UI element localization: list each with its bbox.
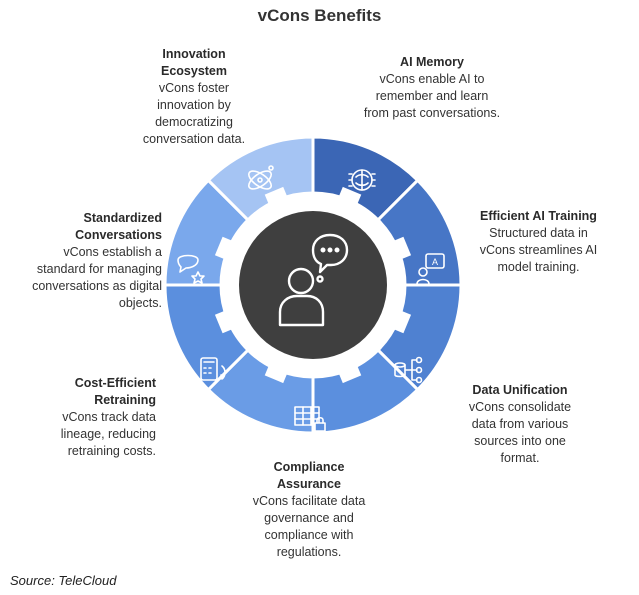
chat-star-icon [177,254,205,284]
segment-description: Structured data in vCons streamlines AI … [479,226,598,274]
inner-notch [214,310,234,334]
segment-description: vCons track data lineage, reducing retra… [60,410,156,458]
calculator-refresh-icon [200,357,226,381]
segment-innovation-ecosystem: Innovation Ecosystem vCons foster innova… [132,46,256,148]
source-caption: Source: TeleCloud [10,573,117,588]
inner-notch [392,236,412,260]
brain-chip-icon [348,169,376,191]
segment-data-unification: Data Unification vCons consolidate data … [462,382,578,467]
table-lock-icon [294,406,326,432]
segment-heading: Data Unification [472,383,568,397]
segment-compliance-assurance: Compliance Assurance vCons facilitate da… [248,459,370,561]
inner-notch [338,186,362,206]
diagram-title: vCons Benefits [257,6,382,25]
inner-notch [214,236,234,260]
segment-ai-memory: AI Memory vCons enable AI to remember an… [362,54,502,122]
segment-description: vCons facilitate data governance and com… [252,494,366,559]
person-thinking-icon [278,233,349,327]
atom-orbit-icon [248,165,274,190]
robot-teacher-icon: A [416,253,445,285]
segment-heading: Innovation Ecosystem [160,47,227,78]
inner-notch [264,186,288,206]
segment-heading: AI Memory [400,55,464,69]
segment-efficient-ai-training: Efficient AI Training Structured data in… [476,208,601,276]
segment-standardized-conversations: Standardized Conversations vCons establi… [12,210,162,312]
segment-description: vCons consolidate data from various sour… [468,400,572,465]
segment-heading: Compliance Assurance [273,460,345,491]
segment-heading: Efficient AI Training [480,209,597,223]
segment-heading: Standardized Conversations [75,211,162,242]
database-network-icon [394,356,423,384]
segment-description: vCons enable AI to remember and learn fr… [363,72,501,120]
svg-text:A: A [432,257,438,267]
segment-description: vCons foster innovation by democratizing… [142,81,246,146]
inner-notch [338,364,362,384]
segment-description: vCons establish a standard for managing … [32,245,162,310]
inner-notch [392,310,412,334]
inner-notch [264,364,288,384]
segment-heading: Cost-Efficient Retraining [74,376,156,407]
segment-cost-efficient-retraining: Cost-Efficient Retraining vCons track da… [20,375,156,460]
